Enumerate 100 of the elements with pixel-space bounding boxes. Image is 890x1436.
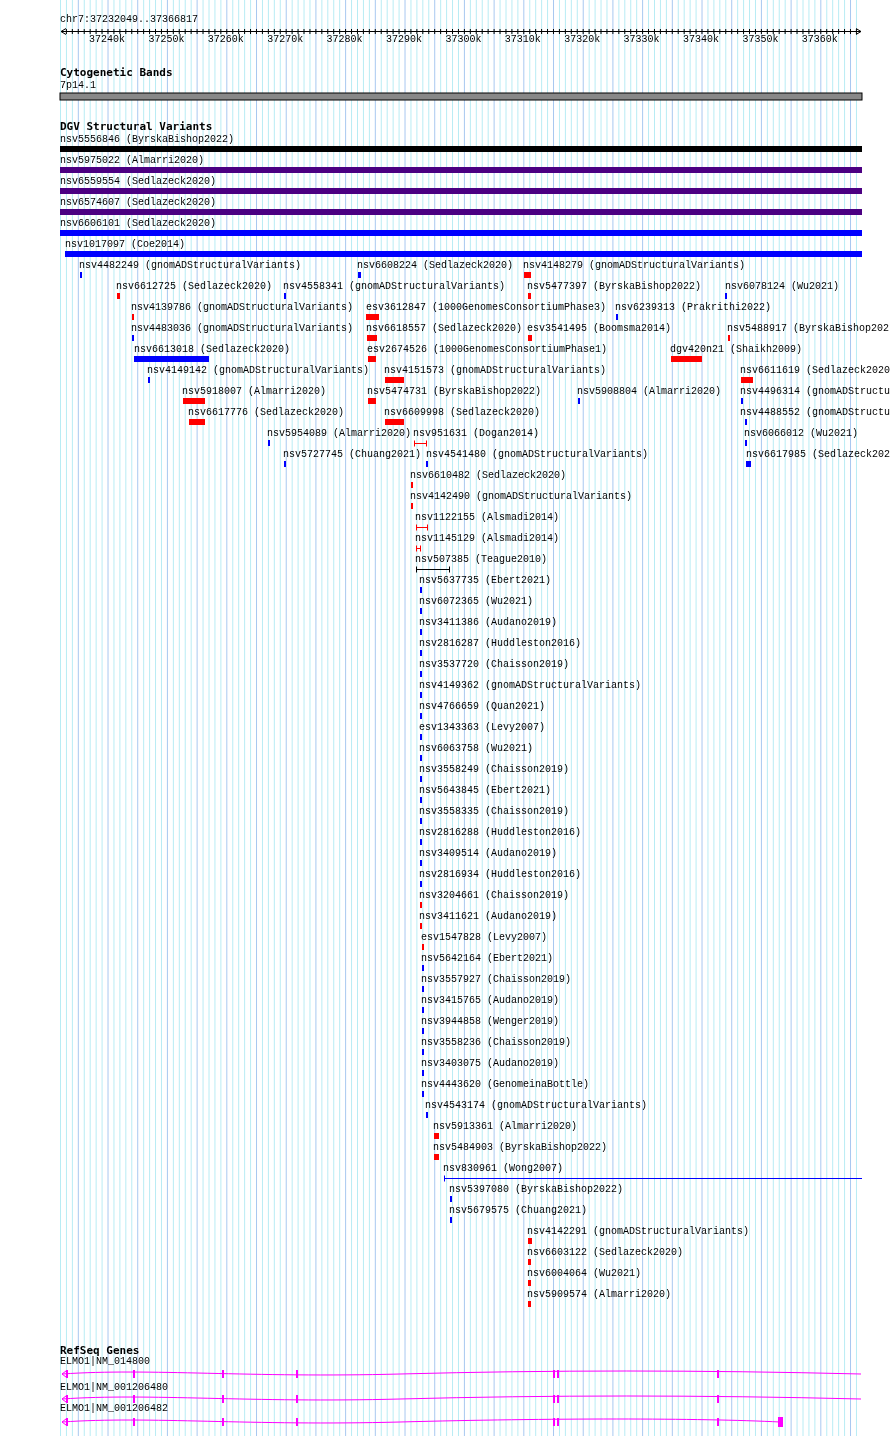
axis-tick-label: 37360k bbox=[801, 34, 838, 46]
gene-label: ELMO1|NM_001206480 bbox=[60, 1382, 169, 1394]
axis-tick-label: 37300k bbox=[445, 34, 482, 46]
variant-label: nsv4541480 (gnomADStructuralVariants) bbox=[426, 449, 649, 461]
variant-label: nsv5397080 (ByrskaBishop2022) bbox=[449, 1184, 624, 1196]
axis-tick-label: 37310k bbox=[504, 34, 541, 46]
variant-label: nsv4482249 (gnomADStructuralVariants) bbox=[79, 260, 302, 272]
axis-tick-label: 37330k bbox=[623, 34, 660, 46]
variant-label: nsv3409514 (Audano2019) bbox=[419, 848, 558, 860]
variant-label: nsv5642164 (Ebert2021) bbox=[421, 953, 554, 965]
variant-label: nsv5909574 (Almarri2020) bbox=[527, 1289, 672, 1301]
variant-label: nsv4543174 (gnomADStructuralVariants) bbox=[425, 1100, 648, 1112]
axis-tick-label: 37290k bbox=[386, 34, 422, 46]
axis-tick-label: 37260k bbox=[207, 34, 244, 46]
variant-label: nsv3537720 (Chaisson2019) bbox=[419, 659, 570, 671]
axis-tick-label: 37350k bbox=[742, 34, 779, 46]
variant-label: nsv6608224 (Sedlazeck2020) bbox=[357, 260, 514, 272]
variant-label: nsv4149362 (gnomADStructuralVariants) bbox=[419, 680, 642, 692]
variant-label: nsv5643845 (Ebert2021) bbox=[419, 785, 552, 797]
variant-label: nsv3204661 (Chaisson2019) bbox=[419, 890, 570, 902]
variant-label: nsv3944858 (Wenger2019) bbox=[421, 1016, 560, 1028]
variant-label: nsv3558236 (Chaisson2019) bbox=[421, 1037, 572, 1049]
axis-tick-label: 37320k bbox=[564, 34, 601, 46]
variant-label: nsv1145129 (Alsmadi2014) bbox=[415, 533, 560, 545]
variant-label: esv3541495 (Boomsma2014) bbox=[527, 323, 672, 335]
variant-label: nsv5474731 (ByrskaBishop2022) bbox=[367, 386, 542, 398]
variant-label: nsv6617985 (Sedlazeck202 bbox=[746, 449, 890, 461]
variant-label: nsv5913361 (Almarri2020) bbox=[433, 1121, 578, 1133]
variant-label: nsv4496314 (gnomADStructu bbox=[740, 386, 890, 398]
variant-label: nsv6559554 (Sedlazeck2020) bbox=[60, 176, 217, 188]
variant-label: nsv6618557 (Sedlazeck2020) bbox=[366, 323, 523, 335]
variant-label: nsv6066012 (Wu2021) bbox=[744, 428, 859, 440]
variant-label: nsv6574607 (Sedlazeck2020) bbox=[60, 197, 217, 209]
variant-label: nsv1122155 (Alsmadi2014) bbox=[415, 512, 560, 524]
variant-label: nsv3415765 (Audano2019) bbox=[421, 995, 560, 1007]
axis-tick-label: 37340k bbox=[683, 34, 719, 46]
variant-label: nsv3558335 (Chaisson2019) bbox=[419, 806, 570, 818]
variant-label: nsv6606101 (Sedlazeck2020) bbox=[60, 218, 217, 230]
variant-label: nsv4766659 (Quan2021) bbox=[419, 701, 546, 713]
variant-label: nsv830961 (Wong2007) bbox=[443, 1163, 564, 1175]
axis-tick-label: 37250k bbox=[148, 34, 185, 46]
variant-label: nsv4443620 (GenomeinaBottle) bbox=[421, 1079, 590, 1091]
variant-label: nsv3411386 (Audano2019) bbox=[419, 617, 558, 629]
variant-label: nsv6610482 (Sedlazeck2020) bbox=[410, 470, 567, 482]
variant-label: esv3612847 (1000GenomesConsortiumPhase3) bbox=[366, 302, 607, 314]
variant-label: nsv3403075 (Audano2019) bbox=[421, 1058, 560, 1070]
variant-label: nsv507385 (Teague2010) bbox=[415, 554, 548, 566]
variant-label: nsv5477397 (ByrskaBishop2022) bbox=[527, 281, 702, 293]
variant-label: nsv5975022 (Almarri2020) bbox=[60, 155, 205, 167]
variant-label: esv2674526 (1000GenomesConsortiumPhase1) bbox=[367, 344, 608, 356]
variant-label: nsv951631 (Dogan2014) bbox=[413, 428, 540, 440]
variant-label: nsv4488552 (gnomADStructu bbox=[740, 407, 890, 419]
variant-label: nsv5637735 (Ebert2021) bbox=[419, 575, 552, 587]
track-title: DGV Structural Variants bbox=[60, 121, 213, 133]
variant-label: nsv3411621 (Audano2019) bbox=[419, 911, 558, 923]
variant-label: nsv6078124 (Wu2021) bbox=[725, 281, 840, 293]
variant-label: nsv6004064 (Wu2021) bbox=[527, 1268, 642, 1280]
variant-label: esv1343363 (Levy2007) bbox=[419, 722, 546, 734]
variant-label: nsv4139786 (gnomADStructuralVariants) bbox=[131, 302, 354, 314]
variant-label: nsv2816934 (Huddleston2016) bbox=[419, 869, 582, 881]
variant-label: esv1547828 (Levy2007) bbox=[421, 932, 548, 944]
axis-tick-label: 37240k bbox=[89, 34, 125, 46]
variant-label: nsv3557927 (Chaisson2019) bbox=[421, 974, 572, 986]
track-title: RefSeq Genes bbox=[60, 1345, 140, 1357]
position-label: chr7:37232049..37366817 bbox=[60, 14, 199, 26]
variant-label: nsv6613018 (Sedlazeck2020) bbox=[134, 344, 291, 356]
variant-label: nsv5488917 (ByrskaBishop202 bbox=[727, 323, 890, 335]
variant-label: nsv5679575 (Chuang2021) bbox=[449, 1205, 588, 1217]
gene-label: ELMO1|NM_014800 bbox=[60, 1356, 150, 1368]
variant-label: nsv6612725 (Sedlazeck2020) bbox=[116, 281, 273, 293]
variant-label: nsv5484903 (ByrskaBishop2022) bbox=[433, 1142, 608, 1154]
variant-label: nsv1017097 (Coe2014) bbox=[65, 239, 186, 251]
variant-label: nsv6063758 (Wu2021) bbox=[419, 743, 534, 755]
variant-label: nsv5727745 (Chuang2021) bbox=[283, 449, 422, 461]
variant-label: nsv6609998 (Sedlazeck2020) bbox=[384, 407, 541, 419]
variant-label: nsv3558249 (Chaisson2019) bbox=[419, 764, 570, 776]
variant-label: nsv4142291 (gnomADStructuralVariants) bbox=[527, 1226, 750, 1238]
variant-label: nsv4149142 (gnomADStructuralVariants) bbox=[147, 365, 370, 377]
variant-label: nsv6617776 (Sedlazeck2020) bbox=[188, 407, 345, 419]
variant-label: nsv2816288 (Huddleston2016) bbox=[419, 827, 582, 839]
variant-label: nsv6239313 (Prakrithi2022) bbox=[615, 302, 772, 314]
band-label: 7p14.1 bbox=[60, 80, 96, 92]
track-title: Cytogenetic Bands bbox=[60, 67, 173, 79]
variant-label: nsv4558341 (gnomADStructuralVariants) bbox=[283, 281, 506, 293]
variant-label: nsv5556846 (ByrskaBishop2022) bbox=[60, 134, 235, 146]
variant-label: nsv4151573 (gnomADStructuralVariants) bbox=[384, 365, 607, 377]
variant-label: nsv6611619 (Sedlazeck2020 bbox=[740, 365, 890, 377]
variant-label: nsv5908804 (Almarri2020) bbox=[577, 386, 722, 398]
axis-tick-label: 37270k bbox=[267, 34, 304, 46]
variant-label: nsv6603122 (Sedlazeck2020) bbox=[527, 1247, 684, 1259]
variant-label: nsv6072365 (Wu2021) bbox=[419, 596, 534, 608]
variant-label: nsv4483036 (gnomADStructuralVariants) bbox=[131, 323, 354, 335]
variant-label: dgv420n21 (Shaikh2009) bbox=[670, 344, 803, 356]
axis-tick-label: 37280k bbox=[326, 34, 363, 46]
variant-label: nsv4148279 (gnomADStructuralVariants) bbox=[523, 260, 746, 272]
variant-label: nsv2816287 (Huddleston2016) bbox=[419, 638, 582, 650]
variant-label: nsv5918007 (Almarri2020) bbox=[182, 386, 327, 398]
gene-label: ELMO1|NM_001206482 bbox=[60, 1403, 169, 1415]
variant-label: nsv4142490 (gnomADStructuralVariants) bbox=[410, 491, 633, 503]
variant-label: nsv5954089 (Almarri2020) bbox=[267, 428, 412, 440]
